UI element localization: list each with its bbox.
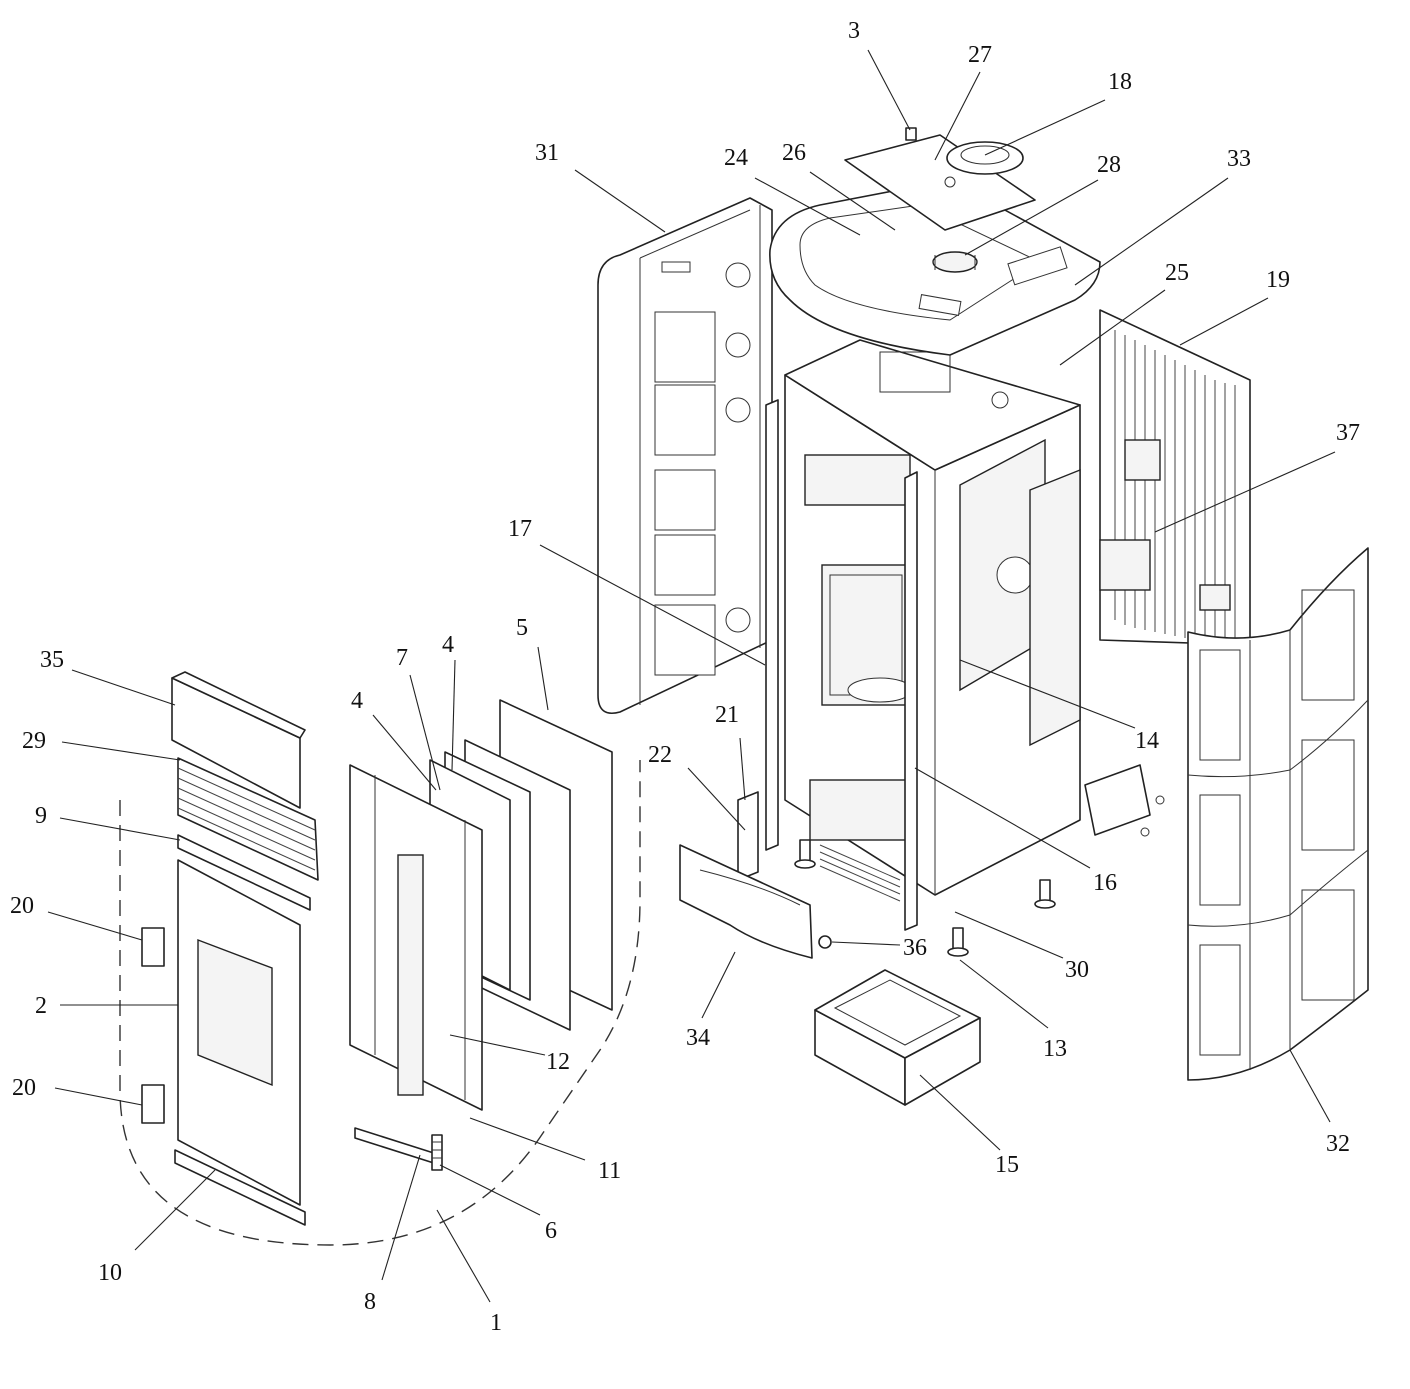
stove-body [784, 339, 1081, 902]
door-assembly-boundary [119, 760, 641, 1246]
leader-lines [47, 49, 1336, 1303]
spring [431, 1134, 443, 1171]
callout-label: 30 [1065, 957, 1089, 983]
callout-label: 26 [782, 140, 806, 166]
callout-label: 15 [995, 1152, 1019, 1178]
callout-label: 20 [10, 893, 34, 919]
callout-label: 32 [1326, 1131, 1350, 1157]
callout-label: 6 [545, 1218, 557, 1244]
callout-label: 34 [686, 1025, 710, 1051]
ash-drawer [814, 969, 981, 1106]
handle-lever [354, 1127, 441, 1166]
callout-label: 13 [1043, 1036, 1067, 1062]
callout-label: 33 [1227, 146, 1251, 172]
callout-label: 22 [648, 742, 672, 768]
callout-label: 10 [98, 1260, 122, 1286]
callout-label: 11 [598, 1158, 621, 1184]
callout-label: 4 [351, 688, 363, 714]
callout-label: 36 [903, 935, 927, 961]
front-door [177, 859, 301, 1206]
bottom-rail [174, 1149, 306, 1226]
callout-label: 37 [1336, 420, 1360, 446]
callout-label: 25 [1165, 260, 1189, 286]
top-cover-frame [769, 179, 1101, 356]
callout-label: 4 [442, 632, 454, 658]
lower-front-cover [679, 844, 813, 959]
knob [818, 935, 832, 949]
front-top-cover [171, 671, 306, 809]
door-frame [349, 764, 483, 1111]
bracket [737, 791, 759, 881]
callout-label: 5 [516, 615, 528, 641]
callout-label: 3 [848, 18, 860, 44]
callout-label: 1 [490, 1310, 502, 1336]
callout-label: 27 [968, 42, 992, 68]
callout-label: 31 [535, 140, 559, 166]
flue-collar [946, 141, 1024, 175]
callout-label: 29 [22, 728, 46, 754]
callout-label: 17 [508, 516, 532, 542]
screw [905, 127, 917, 141]
louvre-grille [177, 757, 319, 881]
callout-label: 18 [1108, 69, 1132, 95]
hinge [141, 927, 165, 1124]
callout-label: 7 [396, 645, 408, 671]
left-side-panel [597, 197, 773, 714]
callout-label: 35 [40, 647, 64, 673]
callout-label: 16 [1093, 870, 1117, 896]
callout-label: 20 [12, 1075, 36, 1101]
callout-labels: 1 2 3 4 4 5 6 7 8 9 10 11 12 13 14 15 16… [10, 18, 1360, 1336]
callout-label: 2 [35, 993, 47, 1019]
callout-label: 8 [364, 1289, 376, 1315]
top-plate [844, 134, 1036, 231]
callout-label: 21 [715, 702, 739, 728]
callout-label: 24 [724, 145, 748, 171]
inspection-cover [1084, 764, 1165, 837]
side-rail [765, 399, 918, 931]
callout-label: 28 [1097, 152, 1121, 178]
adjustable-foot [794, 839, 1056, 957]
rear-grille-panel [1099, 309, 1251, 646]
callout-label: 12 [546, 1049, 570, 1075]
top-rail [177, 834, 311, 911]
right-curved-panel [1187, 547, 1369, 1081]
callout-label: 9 [35, 803, 47, 829]
callout-label: 19 [1266, 267, 1290, 293]
glass-and-gaskets [429, 699, 613, 1031]
callout-label: 14 [1135, 728, 1159, 754]
